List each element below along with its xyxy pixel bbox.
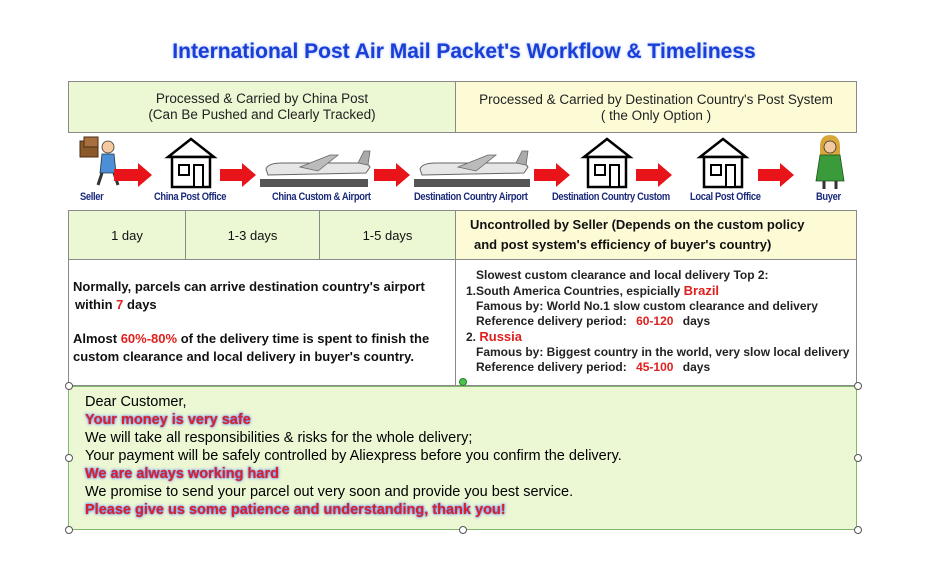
delivery-time-text-2: custom clearance and local delivery in b… xyxy=(73,349,414,364)
china-post-header: Processed & Carried by China Post (Can B… xyxy=(68,81,456,133)
buyer-icon xyxy=(815,135,845,189)
step-label-seller: Seller xyxy=(80,191,104,203)
item2-unit: days xyxy=(682,360,711,374)
arrival-text: Normally, parcels can arrive destination… xyxy=(73,279,425,294)
uncontrolled-line1: Uncontrolled by Seller (Depends on the c… xyxy=(470,217,805,232)
arrow-icon xyxy=(758,163,794,187)
almost-text: Almost xyxy=(73,331,118,346)
resize-handle[interactable] xyxy=(65,382,73,390)
arrival-info: Normally, parcels can arrive destination… xyxy=(68,260,456,386)
item1-unit: days xyxy=(682,314,711,328)
letter-responsibility: We will take all responsibilities & risk… xyxy=(85,430,473,446)
arrow-icon xyxy=(636,163,672,187)
arrow-icon xyxy=(220,163,256,187)
arrow-icon xyxy=(114,163,152,187)
step-label-china-custom-airport: China Custom & Airport xyxy=(272,191,371,203)
house-icon xyxy=(580,137,634,189)
item2-famous: Famous by: Biggest country in the world,… xyxy=(476,345,850,359)
resize-handle[interactable] xyxy=(854,454,862,462)
step-label-local-post-office: Local Post Office xyxy=(690,191,761,203)
item2-number: 2. xyxy=(466,330,477,344)
resize-handle[interactable] xyxy=(854,526,862,534)
page-title: International Post Air Mail Packet's Wor… xyxy=(172,40,756,63)
slowest-heading: Slowest custom clearance and local deliv… xyxy=(476,268,769,282)
rotate-handle[interactable] xyxy=(459,378,467,386)
item1-text: 1.South America Countries, espicially xyxy=(466,284,681,298)
step-label-buyer: Buyer xyxy=(816,191,841,203)
house-icon xyxy=(164,137,218,189)
resize-handle[interactable] xyxy=(65,454,73,462)
step-label-destination-custom: Destination Country Custom xyxy=(552,191,670,203)
item2-period: 45-100 xyxy=(636,360,674,374)
item1-famous: Famous by: World No.1 slow custom cleara… xyxy=(476,299,818,313)
customer-letter: Dear Customer, Your money is very safe W… xyxy=(68,386,857,530)
duration-cell: 1-3 days xyxy=(185,210,320,260)
delivery-time-percentage: 60%-80% xyxy=(120,331,178,346)
arrival-within: within xyxy=(75,297,113,312)
destination-post-header-line1: Processed & Carried by Destination Count… xyxy=(479,92,833,107)
step-label-china-post-office: China Post Office xyxy=(154,191,227,203)
arrow-icon xyxy=(534,163,570,187)
workflow-diagram: Seller China Post Office China Custom & … xyxy=(68,133,857,210)
china-post-header-line2: (Can Be Pushed and Clearly Tracked) xyxy=(148,107,376,122)
step-label-destination-airport: Destination Country Airport xyxy=(414,191,528,203)
uncontrolled-cell: Uncontrolled by Seller (Depends on the c… xyxy=(455,210,857,260)
airplane-icon xyxy=(260,150,371,187)
arrow-icon xyxy=(374,163,410,187)
workflow-graphics xyxy=(79,135,845,189)
duration-1-3-days: 1-3 days xyxy=(227,227,278,243)
china-post-header-line1: Processed & Carried by China Post xyxy=(155,91,369,106)
letter-greeting: Dear Customer, xyxy=(85,394,187,410)
item1-period: 60-120 xyxy=(636,314,674,328)
arrival-days-unit: days xyxy=(127,297,157,312)
arrival-days-number: 7 xyxy=(116,297,124,312)
duration-1-day: 1 day xyxy=(111,227,143,243)
item2-ref-label: Reference delivery period: xyxy=(476,360,627,374)
letter-patience: Please give us some patience and underst… xyxy=(85,502,506,518)
duration-cell: 1 day xyxy=(68,210,186,260)
airplane-icon xyxy=(414,150,530,187)
duration-1-5-days: 1-5 days xyxy=(362,227,413,243)
letter-money-safe: Your money is very safe xyxy=(85,412,251,428)
country-brazil: Brazil xyxy=(683,283,720,298)
house-icon xyxy=(696,137,750,189)
slowest-countries-info: Slowest custom clearance and local deliv… xyxy=(455,260,857,386)
item1-ref-label: Reference delivery period: xyxy=(476,314,627,328)
letter-working-hard: We are always working hard xyxy=(85,466,279,482)
duration-cell: 1-5 days xyxy=(319,210,456,260)
resize-handle[interactable] xyxy=(854,382,862,390)
seller-icon xyxy=(79,136,120,186)
letter-promise: We promise to send your parcel out very … xyxy=(85,484,574,500)
country-russia: Russia xyxy=(479,329,522,344)
destination-post-header-line2: ( the Only Option ) xyxy=(600,108,712,123)
delivery-time-text: of the delivery time is spent to finish … xyxy=(180,331,430,346)
destination-post-header: Processed & Carried by Destination Count… xyxy=(455,81,857,133)
resize-handle[interactable] xyxy=(65,526,73,534)
letter-payment: Your payment will be safely controlled b… xyxy=(85,448,622,464)
resize-handle[interactable] xyxy=(459,526,467,534)
uncontrolled-line2: and post system's efficiency of buyer's … xyxy=(474,237,772,252)
